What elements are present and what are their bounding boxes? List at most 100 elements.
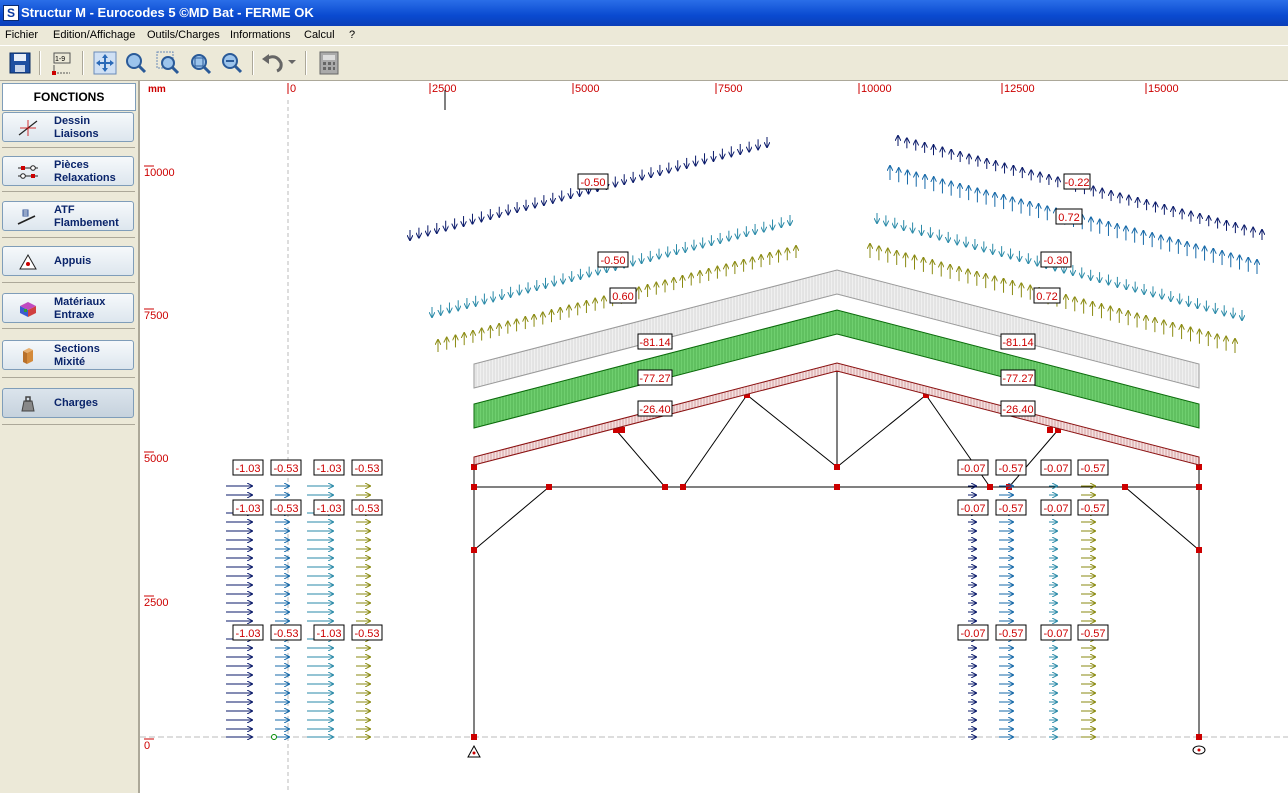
app-icon: S	[3, 5, 19, 21]
menu-bar: Fichier Edition/Affichage Outils/Charges…	[0, 26, 1288, 46]
roof-load-label-box	[637, 333, 673, 350]
title-bar: S Structur M - Eurocodes 5 ©MD Bat - FER…	[0, 0, 1288, 26]
menu-outils-charges[interactable]: Outils/Charges	[147, 29, 220, 41]
undo-dropdown[interactable]	[286, 50, 298, 76]
node	[546, 484, 552, 490]
wall-load-label-box	[351, 459, 383, 476]
roof-load-label-box	[1000, 369, 1036, 386]
ruler-unit-label: mm	[148, 84, 166, 95]
toolbar: 1-9	[0, 46, 1288, 81]
wall-load-label-box	[313, 624, 345, 641]
node	[613, 427, 619, 433]
node	[1196, 464, 1202, 470]
node	[987, 484, 993, 490]
node	[619, 427, 625, 433]
charges-button[interactable]: Charges	[2, 388, 134, 418]
menu-informations[interactable]: Informations	[230, 29, 291, 41]
materiaux-label: Matériaux	[54, 296, 106, 308]
wall-load-label-box	[270, 499, 302, 516]
node	[1196, 547, 1202, 553]
ruler-x-label: 0	[290, 83, 296, 95]
wall-load-label-box	[1077, 624, 1109, 641]
left-brace	[473, 486, 550, 551]
wall-load-label-box	[232, 499, 264, 516]
weight-icon	[21, 396, 35, 412]
support-icon	[19, 253, 37, 270]
wall-load-label-box	[957, 499, 989, 516]
relaxations-label: Relaxations	[54, 172, 116, 184]
save-button[interactable]	[7, 50, 33, 76]
wall-load-label-box	[957, 459, 989, 476]
wall-load-label-box	[232, 459, 264, 476]
ruler-y-label: 2500	[144, 597, 168, 609]
roof-load-label: -26.40	[1002, 404, 1033, 416]
wall-load-label: -0.53	[273, 628, 298, 640]
undo-button[interactable]	[260, 50, 286, 76]
liaisons-label: Liaisons	[54, 128, 99, 140]
wall-load-label: -0.07	[960, 503, 985, 515]
wall-origin-marker	[271, 734, 277, 740]
zoom-in-button[interactable]	[123, 50, 149, 76]
wall-load-label-box	[1040, 624, 1072, 641]
zoom-window-button[interactable]	[155, 50, 181, 76]
pinned-support-dot	[472, 751, 476, 755]
wall-load-label-box	[1040, 499, 1072, 516]
wall-load-label: -1.03	[316, 463, 341, 475]
ruler-x-label: 7500	[718, 83, 742, 95]
wall-load-label-box	[313, 499, 345, 516]
web-1	[615, 429, 666, 488]
roof-load-label: -77.27	[1002, 373, 1033, 385]
roof-load-label: -26.40	[639, 404, 670, 416]
roof-load-label-box	[577, 173, 609, 190]
roof-load-label-box	[1040, 251, 1072, 268]
numbering-icon: 1-9	[52, 52, 71, 75]
wall-load-label: -0.53	[354, 628, 379, 640]
wall-load-label: -0.07	[1043, 503, 1068, 515]
zoom-out-button[interactable]	[219, 50, 245, 76]
sections-label: Sections	[54, 343, 100, 355]
wall-load-label-box	[351, 499, 383, 516]
roof-load-label: 0.72	[1036, 291, 1057, 303]
ruler-y-label: 0	[144, 740, 150, 752]
appuis-label: Appuis	[54, 255, 92, 267]
web-2	[682, 394, 748, 488]
pan-button[interactable]	[92, 50, 118, 76]
wall-load-label: -0.57	[1080, 463, 1105, 475]
calculator-button[interactable]	[316, 50, 342, 76]
sections-icon	[23, 348, 33, 364]
wall-load-label: -0.57	[1080, 628, 1105, 640]
node	[471, 464, 477, 470]
roof-load-label-box	[597, 251, 629, 268]
zoom-in-icon	[126, 53, 147, 74]
roof-load-band-grey	[473, 269, 1200, 389]
zoom-extents-button[interactable]	[187, 50, 213, 76]
right-brace	[1124, 486, 1200, 551]
wall-load-label: -0.53	[273, 503, 298, 515]
wall-load-label: -1.03	[316, 628, 341, 640]
menu-edition-affichage[interactable]: Edition/Affichage	[53, 29, 136, 41]
appuis-button[interactable]: Appuis	[2, 246, 134, 276]
window-title: Structur M - Eurocodes 5 ©MD Bat - FERME…	[21, 5, 314, 20]
menu-calcul[interactable]: Calcul	[304, 29, 335, 41]
wall-load-label-box	[957, 624, 989, 641]
wall-load-label: -0.57	[998, 628, 1023, 640]
menu-fichier[interactable]: Fichier	[5, 29, 39, 41]
ruler-y-label: 7500	[144, 310, 168, 322]
wall-load-label-box	[1077, 459, 1109, 476]
roof-load-band-red	[473, 362, 1200, 466]
ruler-y-label: 10000	[144, 167, 175, 179]
numbering-button[interactable]: 1-9	[49, 50, 75, 76]
roof-load-label-box	[1055, 208, 1083, 225]
wall-load-label: -0.57	[1080, 503, 1105, 515]
menu-help[interactable]: ?	[349, 29, 356, 41]
wall-load-label: -1.03	[316, 503, 341, 515]
roof-load-label-box	[1000, 333, 1036, 350]
node	[1047, 427, 1053, 433]
